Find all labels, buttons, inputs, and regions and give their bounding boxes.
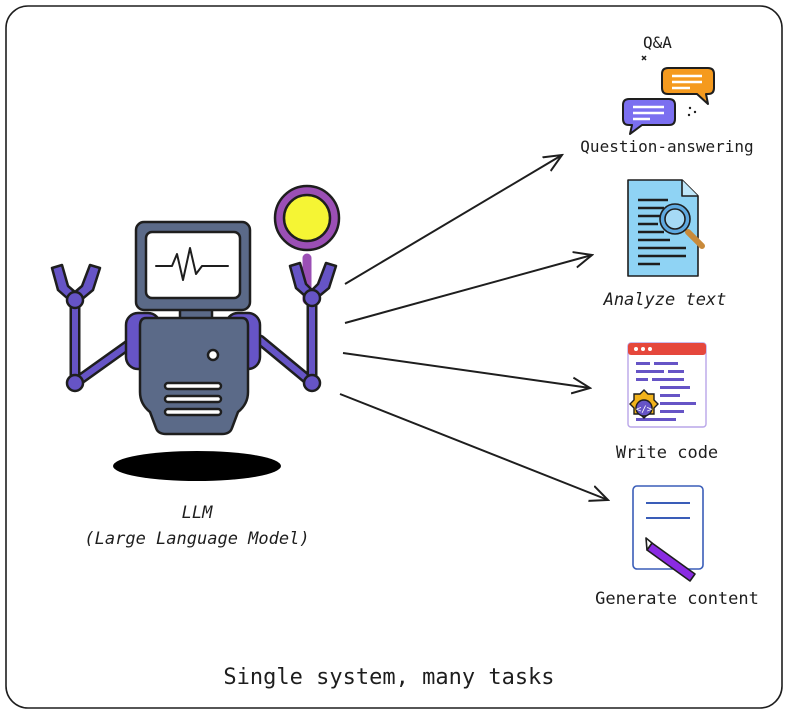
robot-right-arm — [254, 294, 322, 393]
task-label-analyze-text: Analyze text — [603, 290, 727, 310]
arrow-to-analyze-text — [344, 255, 592, 324]
diagram-caption: Single system, many tasks — [223, 665, 554, 690]
document-magnifier-icon — [627, 179, 705, 277]
robot-shadow — [113, 451, 281, 481]
task-label-generate-content: Generate content — [595, 589, 759, 609]
document-pen-icon — [632, 485, 704, 582]
task-label-question-answering: Question-answering — [580, 137, 753, 156]
robot-left-arm — [50, 263, 144, 393]
robot-icon — [50, 184, 341, 481]
arrow-to-write-code — [342, 352, 590, 388]
model-name-label: LLM — [182, 503, 213, 523]
heartbeat-line — [155, 247, 229, 281]
qa-badge: Q&A — [643, 33, 672, 52]
robot-body — [138, 316, 250, 436]
svg-text:</>: </> — [636, 405, 653, 415]
arrow-to-question-answering — [344, 155, 562, 285]
outer-frame — [5, 5, 783, 709]
task-label-write-code: Write code — [616, 443, 718, 463]
model-subtitle-label: (Large Language Model) — [84, 529, 309, 549]
chat-bubbles-icon: Q&A — [622, 33, 715, 135]
code-window-gear-icon: </> — [627, 342, 707, 428]
arrow-to-generate-content — [339, 393, 608, 500]
